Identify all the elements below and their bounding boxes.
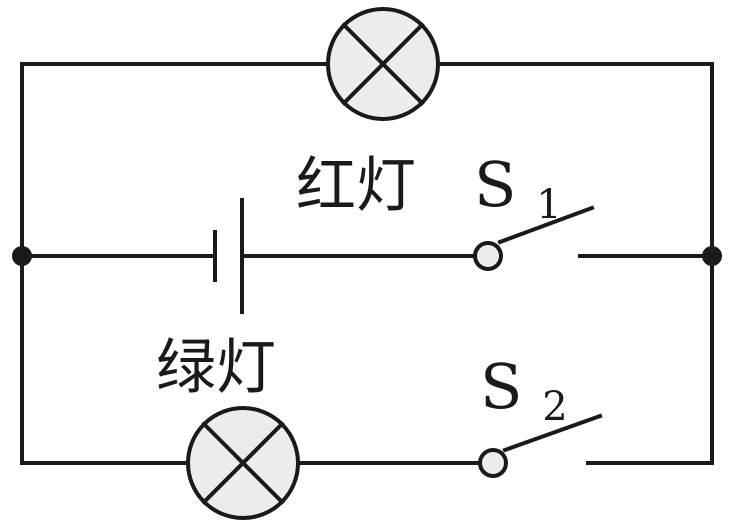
switch-s2-icon: [478, 413, 603, 478]
bottom-branch: [20, 406, 714, 520]
switch-s2-letter: S: [480, 350, 522, 423]
switch-s1-subscript: 1: [536, 182, 561, 228]
green-lamp-label: 绿灯: [156, 333, 276, 403]
switch-s1-label: S 1: [474, 148, 562, 228]
battery-icon: [213, 198, 244, 314]
junction-dot-left: [12, 246, 32, 266]
green-lamp-icon: [186, 406, 300, 520]
junction-dot-right: [702, 246, 722, 266]
switch-s2-label: S 2: [480, 350, 568, 430]
middle-branch: [20, 198, 714, 314]
red-lamp-icon: [326, 7, 440, 121]
switch-s1-letter: S: [474, 148, 516, 221]
red-lamp-label: 红灯: [296, 151, 416, 221]
switch-s2-subscript: 2: [542, 384, 567, 430]
switch-s1-icon: [473, 205, 595, 271]
